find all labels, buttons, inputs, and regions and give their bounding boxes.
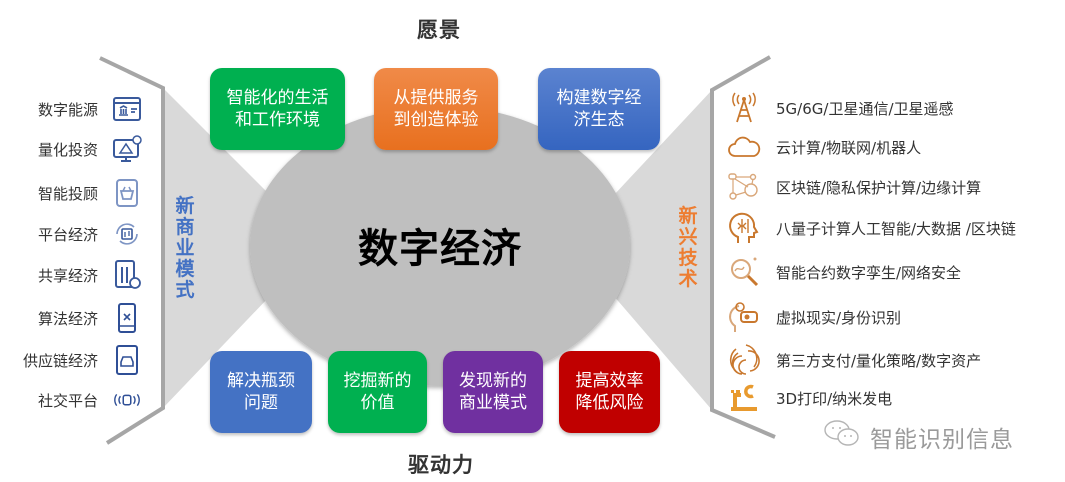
emerging-tech-item: 八量子计算人工智能/大数据 /区块链 <box>724 211 1016 245</box>
watermark-text: 智能识别信息 <box>870 427 1014 453</box>
emerging-tech-item: 虚拟现实/身份识别 <box>724 300 901 334</box>
business-model-item: 社交平台 <box>0 385 142 415</box>
left-funnel <box>163 88 290 408</box>
watermark: 智能识别信息 <box>822 418 1014 456</box>
driver-box-line: 发现新的 <box>459 371 527 391</box>
driver-box-efficiency-risk: 提高效率降低风险 <box>559 351 660 433</box>
driver-box-bottleneck: 解决瓶颈问题 <box>210 351 312 433</box>
vision-box-line: 智能化的生活 <box>226 88 329 108</box>
emerging-tech-item: 3D打印/纳米发电 <box>724 381 892 415</box>
vision-box-line: 从提供服务 <box>393 88 479 108</box>
fingerprint-icon <box>724 343 764 377</box>
vision-box-smart-life: 智能化的生活和工作环境 <box>210 68 345 150</box>
driver-box-line: 问题 <box>244 393 278 413</box>
phone-car-icon <box>112 345 142 375</box>
vision-title: 愿景 <box>417 18 461 42</box>
business-model-item: 供应链经济 <box>0 345 142 375</box>
shared-device-icon <box>112 260 142 290</box>
emerging-tech-item: 云计算/物联网/机器人 <box>724 130 921 164</box>
phone-x-icon <box>112 303 142 333</box>
bank-browser-icon <box>112 94 142 124</box>
business-model-item: 数字能源 <box>0 94 142 124</box>
emerging-tech-item: 区块链/隐私保护计算/边缘计算 <box>724 170 981 204</box>
drivers-title: 驱动力 <box>408 453 474 477</box>
tablet-basket-icon <box>112 178 142 208</box>
driver-box-business-model: 发现新的商业模式 <box>443 351 543 433</box>
driver-box-line: 商业模式 <box>459 393 527 413</box>
exchange-cycle-icon <box>112 219 142 249</box>
driver-box-line: 价值 <box>360 393 395 413</box>
broadcast-signal-icon <box>112 385 142 415</box>
monitor-investment-icon <box>112 134 142 164</box>
business-model-item: 共享经济 <box>0 260 142 290</box>
vision-box-line: 构建数字经 <box>556 88 642 108</box>
emerging-tech-item: 智能合约数字孪生/网络安全 <box>724 255 961 289</box>
vision-box-line: 和工作环境 <box>235 110 320 130</box>
center-title: 数字经济 <box>358 226 522 272</box>
right-funnel <box>600 90 712 410</box>
antenna-tower-icon <box>724 91 764 125</box>
business-model-item: 智能投顾 <box>0 178 142 208</box>
left-bracket-line <box>99 56 165 445</box>
cloud-icon <box>724 130 764 164</box>
emerging-tech-item: 第三方支付/量化策略/数字资产 <box>724 343 981 377</box>
emerging-tech-item: 5G/6G/卫星通信/卫星遥感 <box>724 91 954 125</box>
business-model-item: 平台经济 <box>0 219 142 249</box>
right-bracket-line <box>710 55 776 439</box>
driver-box-new-value: 挖掘新的价值 <box>328 351 427 433</box>
wechat-icon <box>822 418 864 456</box>
driver-box-line: 降低风险 <box>575 393 644 413</box>
ai-head-icon <box>724 211 764 245</box>
network-nodes-icon <box>724 170 764 204</box>
vision-box-service-experience: 从提供服务到创造体验 <box>374 68 498 150</box>
driver-box-line: 提高效率 <box>575 371 644 391</box>
emerging-tech-label: 新兴技术 <box>678 205 698 290</box>
vision-box-line: 济生态 <box>573 110 625 130</box>
robot-arm-icon <box>724 381 764 415</box>
vr-headset-icon <box>724 300 764 334</box>
business-models-label: 新商业模式 <box>175 195 195 301</box>
driver-box-line: 解决瓶颈 <box>227 371 295 391</box>
business-model-item: 算法经济 <box>0 303 142 333</box>
business-model-item: 量化投资 <box>0 134 142 164</box>
vision-box-line: 到创造体验 <box>393 110 479 130</box>
vision-box-digital-ecosystem: 构建数字经济生态 <box>538 68 660 150</box>
driver-box-line: 挖掘新的 <box>343 371 412 391</box>
center-circle <box>250 106 630 386</box>
magnifier-analysis-icon <box>724 255 764 289</box>
